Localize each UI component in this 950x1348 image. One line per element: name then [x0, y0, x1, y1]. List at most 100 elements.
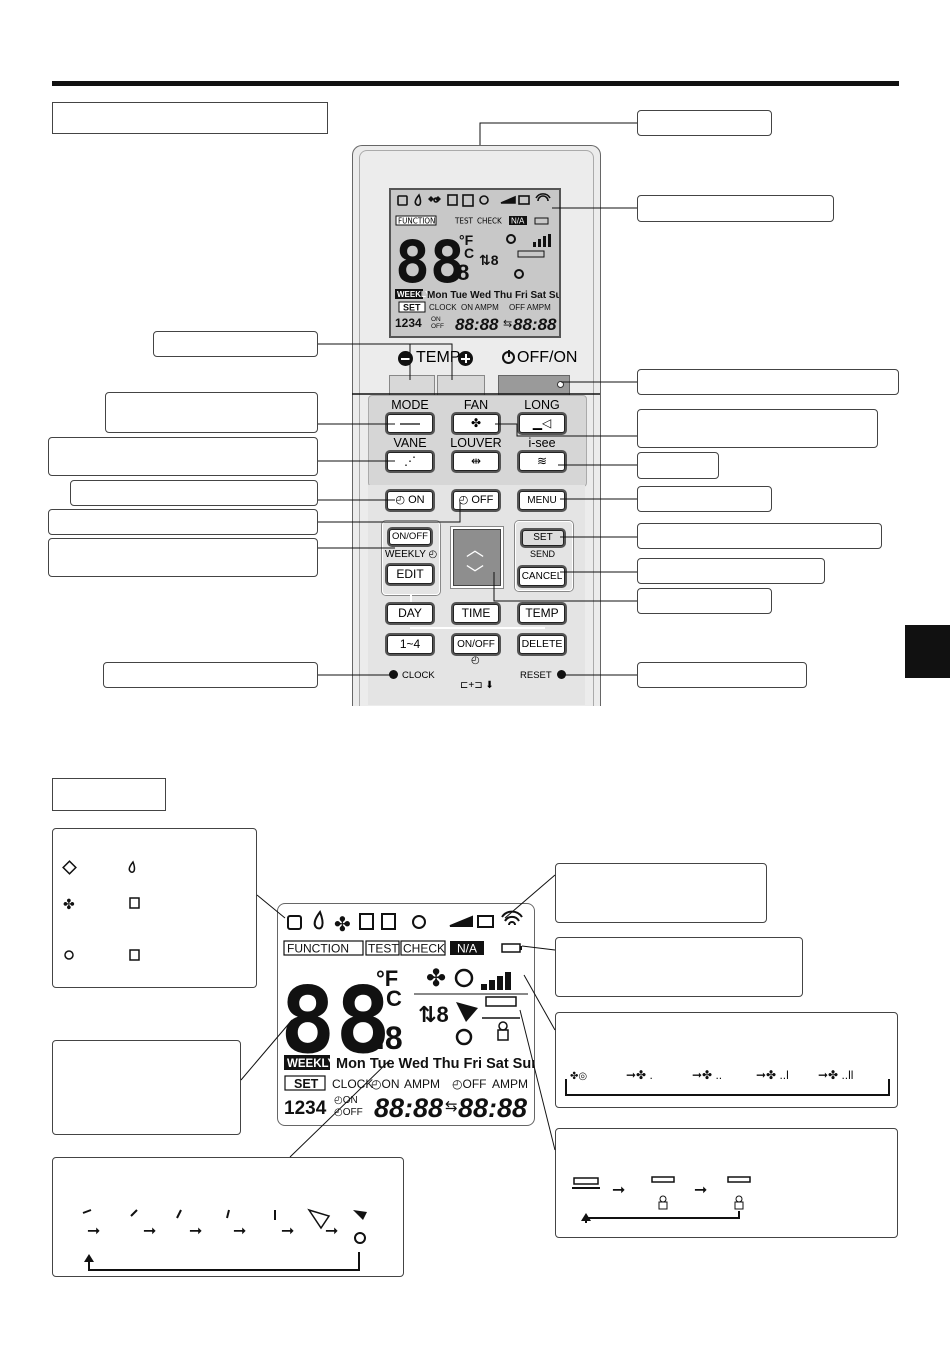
on-timer-button[interactable]: ◴ ON [387, 491, 433, 510]
vane-icon [456, 1002, 478, 1022]
svg-text:ON: ON [431, 316, 441, 323]
svg-text:CHECK: CHECK [403, 942, 445, 956]
svg-text:88:88: 88:88 [455, 315, 499, 334]
onoff2-button[interactable]: ON/OFF [453, 635, 499, 654]
time-button[interactable]: TIME [453, 604, 499, 623]
svg-text:➞✤ ..l: ➞✤ ..l [756, 1068, 789, 1082]
callout-set [637, 523, 882, 549]
mode-label: MODE [391, 398, 429, 412]
temp-button[interactable]: TEMP [519, 604, 565, 623]
louver-button[interactable]: ⇹ [453, 452, 499, 471]
svg-text:CLOCK: CLOCK [332, 1077, 373, 1091]
svg-text:SET: SET [294, 1077, 319, 1091]
callout-isee [637, 452, 719, 479]
power-icon [502, 350, 515, 364]
svg-text:88:88: 88:88 [458, 1093, 527, 1123]
svg-text:AMPM: AMPM [404, 1077, 440, 1091]
cancel-button[interactable]: CANCEL [519, 567, 565, 586]
isee-label: i-see [528, 436, 556, 450]
callout-temp-display [52, 1040, 241, 1135]
svg-text:➞✤ .: ➞✤ . [626, 1068, 653, 1082]
set-cancel-group [515, 521, 573, 591]
off-timer-button[interactable]: ◴ OFF [453, 491, 499, 510]
callout-off-timer [48, 509, 318, 535]
delete-button[interactable]: DELETE [519, 635, 565, 654]
mode-icons: ✤ [62, 860, 140, 961]
svg-text:◴ON: ◴ON [334, 1095, 358, 1106]
vane-sequence-box: ➞➞➞ ➞➞➞ [52, 1157, 404, 1277]
svg-text:N/A: N/A [511, 217, 525, 226]
svg-text:Mon Tue Wed Thu Fri Sat Sun: Mon Tue Wed Thu Fri Sat Sun [427, 290, 559, 301]
day-button[interactable]: DAY [387, 604, 433, 623]
callout-updown [637, 588, 772, 614]
weekly-onoff-button[interactable]: ON/OFF [389, 529, 431, 545]
remote-lcd-segments: FUNCTION TEST CHECK N/A 88 .8 °F C ⇅8 WE… [395, 193, 559, 334]
svg-text:⇅8: ⇅8 [418, 1002, 449, 1027]
long-button[interactable]: ▁◁ [519, 414, 565, 433]
svg-text:1234: 1234 [395, 316, 422, 330]
svg-text:➞✤ ..: ➞✤ .. [692, 1068, 722, 1082]
callout-battery [555, 937, 803, 997]
fan-icon-small [428, 196, 441, 202]
clock-small-icon: ◴ [471, 655, 480, 666]
callout-on-timer [70, 480, 318, 506]
callout-vane [48, 437, 318, 476]
svg-text:88: 88 [395, 228, 465, 296]
bracket-line-2 [410, 627, 545, 629]
callout-remote-top [637, 110, 772, 136]
isee-button[interactable]: ≋ [519, 452, 565, 471]
lcd-illustration: ✤ FUNCTION TEST CHECK N/A 88 .8 °F C ✤ ⇅… [277, 903, 535, 1126]
svg-text:°F: °F [459, 232, 474, 248]
lcd-fan-icon: ✤ [334, 914, 351, 936]
clock-label: CLOCK [402, 670, 435, 681]
louver-sequence-box: ➞ ➞ [555, 1128, 898, 1238]
svg-text:◴OFF: ◴OFF [334, 1107, 363, 1118]
vane-sequence: ➞➞➞ ➞➞➞ [82, 1208, 367, 1271]
bracket-line [410, 595, 412, 604]
down-arrow-icon: ﹀ [466, 564, 484, 584]
svg-text:TEST: TEST [454, 217, 474, 226]
svg-text:➞✤ ..ll: ➞✤ ..ll [818, 1068, 853, 1082]
section-label-bottom [52, 778, 166, 811]
remote-leader-lines [318, 122, 637, 676]
set-button[interactable]: SET [522, 530, 564, 546]
svg-text:C: C [386, 986, 402, 1011]
svg-text:Mon Tue Wed Thu Fri Sat Sun: Mon Tue Wed Thu Fri Sat Sun [336, 1056, 534, 1072]
svg-text:88:88: 88:88 [374, 1093, 443, 1123]
mode-button[interactable] [387, 414, 433, 433]
vane-label: VANE [393, 436, 427, 450]
temp-plus-icon [458, 351, 473, 366]
callout-cancel [637, 558, 825, 584]
temp-minus-icon [398, 351, 413, 366]
up-arrow-icon: ︿ [466, 540, 484, 560]
svg-text:FUNCTION: FUNCTION [398, 217, 435, 226]
svg-text:➞: ➞ [87, 1223, 100, 1240]
menu-button[interactable]: MENU [519, 491, 565, 510]
onoff-indicator [557, 381, 564, 388]
svg-text:➞: ➞ [143, 1223, 156, 1240]
top-rule [52, 81, 899, 86]
svg-text:➞: ➞ [281, 1223, 294, 1240]
callout-weekly [48, 538, 318, 577]
svg-text:88:88: 88:88 [513, 315, 557, 334]
send-label: SEND [530, 549, 556, 559]
off-on-label: OFF/ON [517, 349, 578, 366]
up-down-pad[interactable] [453, 529, 501, 586]
reset-label: RESET [520, 670, 552, 681]
svg-text:°F: °F [376, 966, 398, 991]
svg-text:⇆: ⇆ [503, 318, 512, 330]
callout-lcd [637, 195, 834, 222]
svg-text:➞: ➞ [612, 1182, 625, 1199]
svg-text:➞: ➞ [694, 1182, 707, 1199]
svg-text:ON AMPM: ON AMPM [461, 303, 499, 312]
svg-text:OFF: OFF [431, 323, 444, 330]
long-label: LONG [524, 398, 560, 412]
edit-button[interactable]: EDIT [387, 565, 433, 584]
svg-text:WEEKLY: WEEKLY [287, 1058, 335, 1070]
callout-temp [153, 331, 318, 357]
louver-label: LOUVER [450, 436, 502, 450]
svg-text:AMPM: AMPM [492, 1077, 528, 1091]
fan-button[interactable]: ✤ [453, 414, 499, 433]
one-to-four-button[interactable]: 1~4 [387, 635, 433, 654]
